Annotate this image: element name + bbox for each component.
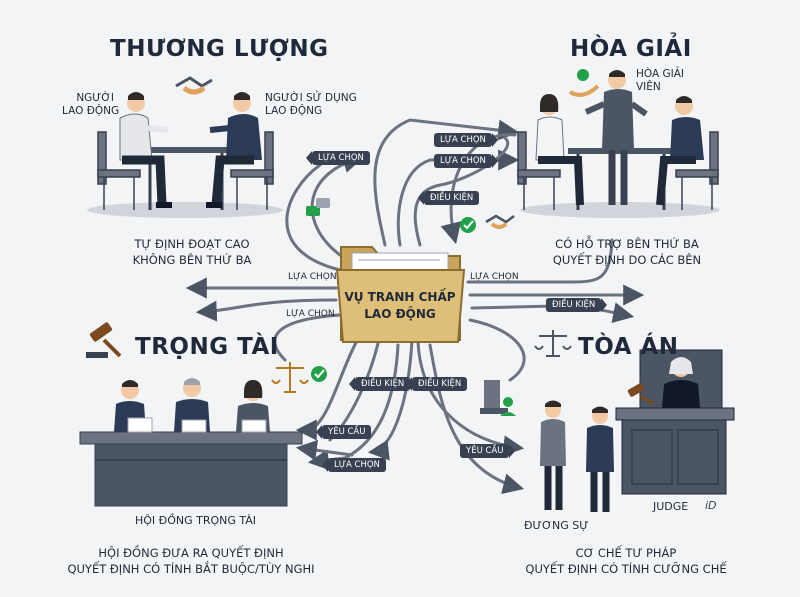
condition-pill: ĐIỀU KIỆN	[417, 191, 480, 205]
mediation-title: HÒA GIẢI	[570, 36, 692, 62]
mediation-description: CÓ HỖ TRỢ BÊN THỨ BA QUYẾT ĐỊNH DO CÁC B…	[552, 237, 702, 267]
folder-icon	[335, 246, 466, 343]
choice-pill: LỰA CHỌN	[434, 154, 498, 168]
negotiation-title: THƯƠNG LƯỢNG	[110, 36, 329, 62]
dispute-center-label: VỤ TRANH CHẤP LAO ĐỘNG	[344, 290, 456, 321]
court-description: CƠ CHẾ TƯ PHÁP QUYẾT ĐỊNH CÓ TÍNH CƯỠNG …	[525, 546, 727, 576]
chat-icon	[306, 198, 330, 216]
request-pill: YÊU CẦU	[460, 444, 516, 458]
negotiation-scene	[87, 92, 283, 218]
condition-pill: ĐIỀU KIỆN	[348, 377, 411, 391]
check-icon	[311, 366, 327, 382]
mediation-scene	[517, 70, 720, 218]
court-scene	[540, 349, 735, 512]
condition-pill: ĐIỀU KIỆN	[546, 298, 608, 312]
mediator-hand-icon	[568, 69, 600, 97]
choice-pill: LỰA CHỌN	[434, 133, 498, 147]
condition-pill: ĐIỀU KIỆN	[405, 377, 468, 391]
court-gavel-icon	[627, 383, 655, 406]
request-pill: YÊU CẦU	[315, 425, 372, 439]
choice-pill: LỰA CHỌN	[322, 458, 386, 472]
court-scales-icon	[534, 330, 572, 357]
watermark: iD	[705, 499, 717, 512]
choice-label: LỰA CHỌN	[286, 309, 335, 319]
small-handshake-icon	[485, 214, 515, 229]
choice-pill: LỰA CHỌN	[306, 151, 370, 165]
arbitration-title: TRỌNG TÀI	[135, 334, 279, 360]
handshake-icon	[175, 76, 213, 95]
witness-icon	[480, 380, 516, 416]
arbitration-scene	[79, 378, 303, 507]
choice-label: LỰA CHỌN	[288, 272, 337, 282]
court-title: TÒA ÁN	[578, 334, 679, 360]
worker-label: NGƯỜI LAO ĐỘNG	[62, 92, 120, 117]
employer-label: NGƯỜI SỬ DỤNG LAO ĐỘNG	[265, 92, 357, 117]
gavel-icon	[86, 322, 122, 358]
mediator-label: HÒA GIẢI VIÊN	[636, 68, 685, 93]
negotiation-description: TỰ ĐỊNH ĐOẠT CAO KHÔNG BÊN THỨ BA	[132, 237, 252, 267]
scales-icon	[271, 362, 309, 393]
judge-label: JUDGE	[653, 500, 689, 513]
arbitration-description: HỘI ĐỒNG ĐƯA RA QUYẾT ĐỊNH QUYẾT ĐỊNH CÓ…	[67, 546, 315, 576]
choice-label: LỰA CHỌN	[470, 272, 519, 282]
party-label: ĐƯƠNG SỰ	[524, 519, 589, 532]
arbitration-panel-label: HỘI ĐỒNG TRỌNG TÀI	[135, 514, 257, 527]
check-icon	[460, 217, 476, 233]
